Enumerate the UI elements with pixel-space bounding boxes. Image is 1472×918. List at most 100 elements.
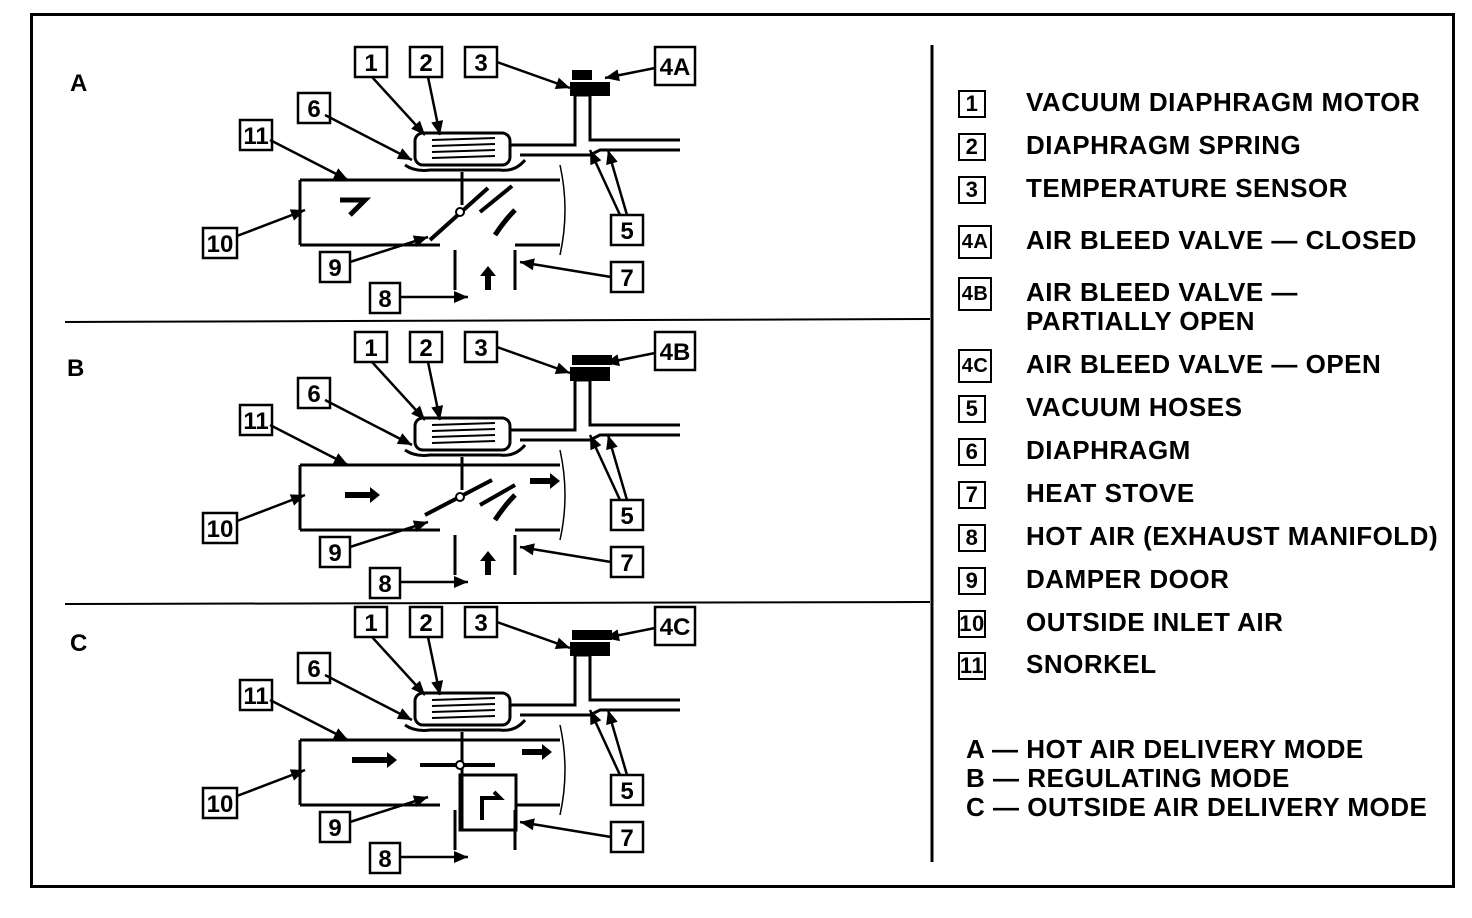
legend-key: 1	[958, 90, 986, 118]
callout-rect	[296, 91, 332, 125]
leader-line	[324, 673, 413, 722]
callout-label: 3	[474, 610, 487, 637]
legend-text: HEAT STOVE	[1026, 478, 1195, 508]
callout-label: 4C	[660, 614, 691, 641]
callout-box: 5	[609, 773, 645, 807]
callout-rect	[653, 605, 697, 647]
legend-key: 8	[958, 524, 986, 552]
leader-arrowhead	[554, 362, 570, 374]
flow-arrow-hot	[492, 493, 517, 522]
legend-text-line2: PARTIALLY OPEN	[1026, 306, 1256, 336]
leader-arrowhead	[412, 795, 428, 807]
callout-box: 3	[463, 605, 499, 639]
leader-arrowhead	[332, 728, 348, 740]
panel-letter-a: A	[70, 70, 88, 97]
callout-box: 1	[353, 45, 389, 79]
damper-flap	[479, 483, 516, 507]
spring-coil	[431, 149, 496, 153]
leader-line	[269, 138, 349, 182]
callout-box: 4C	[653, 605, 697, 647]
callout-rect	[408, 45, 444, 79]
leader-arrowhead	[520, 818, 535, 831]
diaphragm	[404, 159, 527, 172]
leader-line	[269, 423, 349, 467]
leader-arrowhead	[606, 150, 618, 166]
vacuum-hose-lower	[520, 708, 680, 717]
callout-rect	[201, 786, 239, 820]
spring-coil	[431, 137, 496, 141]
callout-rect	[238, 403, 274, 437]
callout-rect	[201, 511, 239, 545]
callout-rect	[609, 213, 645, 247]
callout-label: 6	[307, 96, 320, 123]
callout-label: 10	[207, 791, 234, 818]
duct-break-line	[559, 164, 566, 256]
air-bleed-valve	[572, 355, 612, 365]
spring-coil	[431, 428, 496, 432]
callout-box: 5	[609, 213, 645, 247]
stove-box	[458, 773, 518, 832]
legend-key: 2	[958, 133, 986, 161]
callout-label: 2	[419, 610, 432, 637]
callout-label: 9	[328, 815, 341, 842]
callout-rect	[296, 651, 332, 685]
callout-rect	[238, 678, 274, 712]
callout-rect	[368, 841, 402, 875]
leader-arrowhead	[454, 576, 468, 588]
leader-arrowhead	[396, 148, 412, 160]
callout-rect	[408, 330, 444, 364]
leader-arrowhead	[431, 405, 444, 420]
spring-coil	[431, 143, 496, 147]
leader-arrowhead	[605, 354, 620, 367]
callout-box: 4B	[653, 330, 697, 372]
duct-break-line	[559, 449, 566, 541]
callout-rect	[609, 498, 645, 532]
callout-rect	[463, 330, 499, 364]
spring-coil	[431, 709, 496, 713]
callout-label: 9	[328, 540, 341, 567]
callout-box: 3	[463, 330, 499, 364]
callout-label: 5	[620, 503, 633, 530]
mode-c-text: C — OUTSIDE AIR DELIVERY MODE	[966, 792, 1428, 822]
callout-label: 6	[307, 381, 320, 408]
vacuum-hose-upper	[510, 378, 680, 432]
vacuum-hose-upper	[510, 653, 680, 707]
callout-box: 10	[201, 226, 239, 260]
callout-box: 5	[609, 498, 645, 532]
callout-rect	[353, 330, 389, 364]
callout-box: 11	[238, 403, 274, 437]
callout-label: 2	[419, 50, 432, 77]
leader-arrowhead	[520, 543, 535, 556]
callout-label: 1	[364, 50, 377, 77]
flow-arrow	[480, 266, 496, 290]
callout-box: 10	[201, 786, 239, 820]
flow-arrow	[345, 487, 380, 503]
leader-arrowhead	[412, 520, 428, 532]
vacuum-motor	[413, 691, 512, 727]
callout-rect	[353, 605, 389, 639]
leader-arrowhead	[332, 453, 348, 465]
leader-arrowhead	[454, 851, 468, 863]
flow-arrow	[530, 473, 560, 489]
leader-arrowhead	[396, 433, 412, 445]
legend-text: VACUUM DIAPHRAGM MOTOR	[1026, 87, 1421, 117]
callout-rect	[653, 330, 697, 372]
callout-label: 4B	[660, 339, 691, 366]
vacuum-motor	[413, 416, 512, 452]
mode-b-text: B — REGULATING MODE	[966, 763, 1290, 793]
callout-box: 11	[238, 118, 274, 152]
leader-arrowhead	[431, 120, 444, 135]
spring-coil	[431, 422, 496, 426]
spring-coil	[431, 697, 496, 701]
flow-arrow	[352, 752, 397, 768]
flow-arrow	[480, 551, 496, 575]
legend-text: SNORKEL	[1026, 649, 1157, 679]
leader-arrowhead	[431, 680, 444, 695]
callout-label: 11	[243, 123, 268, 150]
panel-letter-b: B	[67, 355, 85, 382]
callout-rect	[408, 605, 444, 639]
spring-coil	[431, 703, 496, 707]
vacuum-hose-lower	[520, 433, 680, 442]
leader-line	[324, 398, 413, 447]
callout-label: 8	[378, 286, 391, 313]
